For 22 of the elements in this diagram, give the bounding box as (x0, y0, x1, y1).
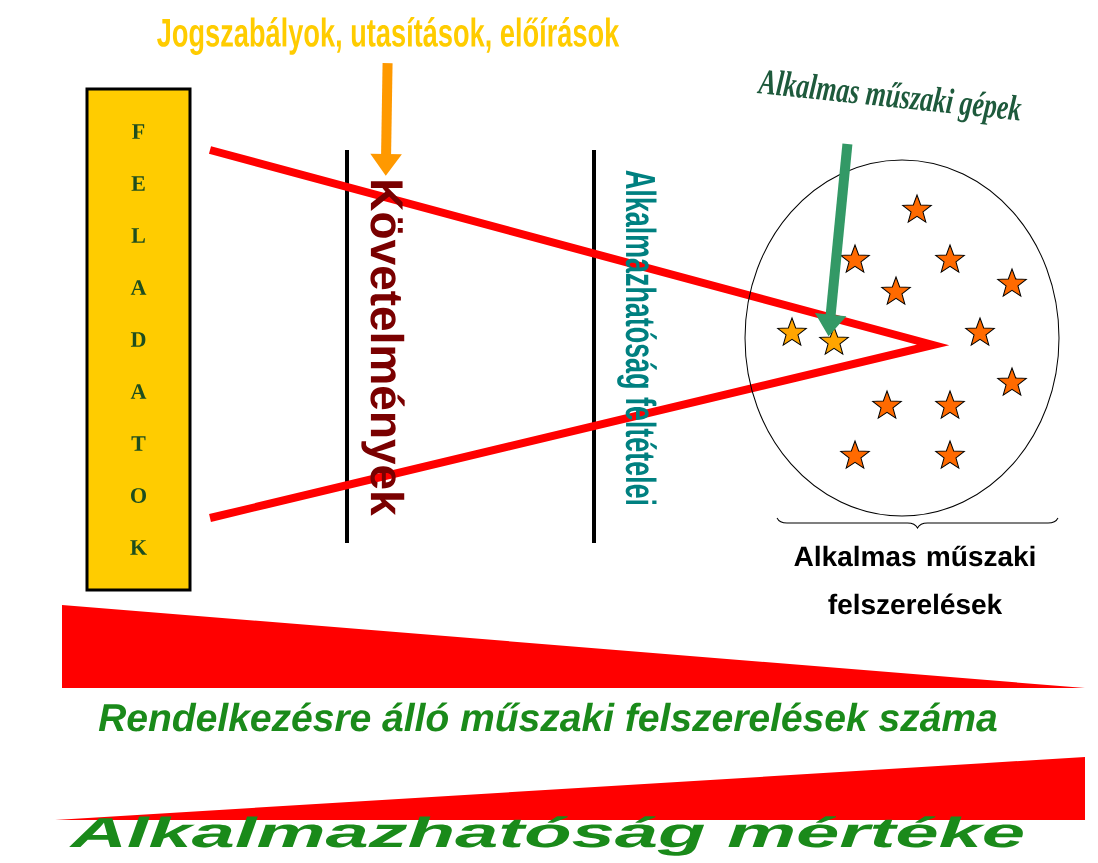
caption-text: Alkalmas műszaki felszerelések (794, 545, 1035, 615)
star (965, 317, 995, 346)
task-box: F E L A D A T O K (85, 87, 192, 592)
star (777, 317, 807, 346)
star (840, 244, 870, 273)
star (881, 276, 911, 305)
band-text: Alkalmazhatóság mértéke (69, 816, 1023, 856)
star (902, 194, 932, 223)
star (872, 390, 902, 419)
heading-text: Jogszabályok, utasítások, előírások (157, 17, 620, 55)
ellipse (744, 159, 1060, 517)
star (997, 367, 1027, 396)
star (935, 244, 965, 273)
star (935, 390, 965, 419)
band-text: Rendelkezésre álló műszaki felszerelések száma (98, 702, 997, 732)
vertical-text: Követelmények (361, 181, 405, 516)
star (819, 326, 849, 355)
star (935, 440, 965, 469)
vertical-text: Alkalmazhatóság feltételei (617, 170, 657, 505)
heading-text: Alkalmas műszaki gépek (756, 70, 1022, 125)
star (840, 440, 870, 469)
star (997, 268, 1027, 297)
